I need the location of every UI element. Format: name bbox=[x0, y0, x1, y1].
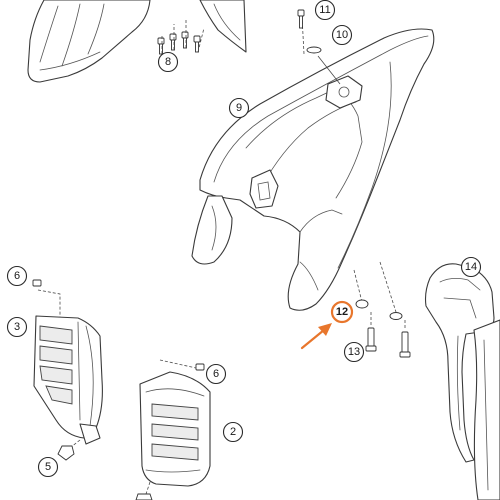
callout-10-label: 10 bbox=[336, 29, 348, 41]
callout-14-label: 14 bbox=[465, 261, 477, 273]
callout-13-label: 13 bbox=[348, 346, 360, 358]
front-fender-part bbox=[27, 0, 247, 83]
callout-10: 10 bbox=[331, 24, 353, 46]
callout-6-lower-label: 6 bbox=[213, 368, 219, 380]
callout-9-label: 9 bbox=[236, 102, 242, 114]
callout-2: 2 bbox=[222, 421, 244, 443]
callout-6-upper-label: 6 bbox=[14, 270, 20, 282]
radiator-louver-part bbox=[32, 279, 103, 461]
rear-fixing-hardware bbox=[353, 261, 411, 358]
highlight-arrow bbox=[300, 323, 332, 350]
callout-14: 14 bbox=[460, 256, 482, 278]
callout-6-upper: 6 bbox=[6, 265, 28, 287]
callout-12-highlighted: 12 bbox=[330, 300, 354, 324]
rear-fender-part bbox=[191, 15, 435, 311]
callout-5-label: 5 bbox=[45, 461, 51, 473]
frame-guard-part bbox=[424, 263, 500, 500]
callout-12-label: 12 bbox=[336, 306, 348, 318]
callout-9: 9 bbox=[228, 97, 250, 119]
callout-11: 11 bbox=[314, 0, 336, 21]
callout-8-label: 8 bbox=[165, 56, 171, 68]
radiator-cover-part bbox=[135, 359, 211, 500]
callout-3-label: 3 bbox=[14, 321, 20, 333]
callout-13: 13 bbox=[343, 341, 365, 363]
callout-5: 5 bbox=[37, 456, 59, 478]
callout-2-label: 2 bbox=[230, 426, 236, 438]
callout-6-lower: 6 bbox=[205, 363, 227, 385]
callout-8: 8 bbox=[157, 51, 179, 73]
callout-3: 3 bbox=[6, 316, 28, 338]
callout-11-label: 11 bbox=[319, 4, 330, 16]
mounting-bolt-and-washer bbox=[297, 9, 322, 54]
fender-bolts bbox=[157, 20, 205, 55]
